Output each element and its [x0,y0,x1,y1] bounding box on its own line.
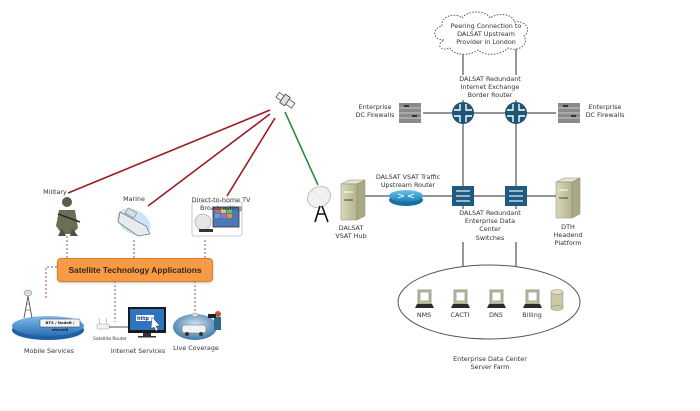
server-billing-icon [523,289,542,308]
peering-cloud [434,11,529,55]
label-firewall-right: Enterprise DC Firewalls [585,103,625,120]
label-internet-services: Internet Services [110,347,166,355]
satellite-icon [275,91,296,109]
http-screen-text: http [137,316,149,322]
label-server-nms: NMS [416,311,432,319]
dth-headend-icon [555,177,581,219]
server-dns-icon [487,289,506,308]
mobile-services-icon [12,289,84,340]
dc-switch-left-icon [452,186,474,206]
border-router-right-icon [505,102,527,124]
link-dth [226,117,276,197]
border-router-left-icon [452,102,474,124]
firewall-right-icon [558,103,580,123]
link-marine [147,113,271,207]
label-satellite-router: Satellite Router [93,337,127,342]
label-dc-switches: DALSAT Redundant Enterprise Data Center … [452,209,528,242]
label-server-farm: Enterprise Data Center Server Farm [453,355,527,372]
label-server-billing: Billing [522,311,542,319]
server-farm-ellipse [397,264,581,340]
server-group [415,289,542,308]
label-firewall-left: Enterprise DC Firewalls [355,103,395,120]
label-military: Military [43,188,67,196]
internet-services-icon: http [96,307,166,338]
server-nms-icon [415,289,434,308]
dc-switch-right-icon [505,186,527,206]
live-coverage-icon [173,311,221,340]
bts-badge: BTS / NodeB / eNodeB [45,320,75,332]
label-server-cacti: CACTI [450,311,470,319]
link-military [67,109,271,194]
billing-database-icon [550,289,564,311]
firewall-left-icon [399,103,421,123]
vsat-hub-icon [340,179,366,221]
vsat-dish-icon [307,186,331,223]
label-server-dns: DNS [489,311,503,319]
dotted-connectors [45,236,206,322]
server-cacti-icon [451,289,470,308]
military-icon [56,197,81,236]
label-upstream-router: DALSAT VSAT Traffic Upstream Router [375,173,441,190]
dth-tv-icon [191,201,243,237]
uplink-lines [67,109,319,207]
marine-icon [117,207,151,237]
label-peering-cloud: Peering Connection to DALSAT Upstream Pr… [450,22,522,47]
satellite-technology-applications-box: Satellite Technology Applications [57,258,213,282]
label-marine: Marine [123,195,145,203]
label-dth-headend: DTH Headend Platform [553,223,583,248]
label-live-coverage: Live Coverage [173,344,219,352]
label-dth: Direct-to-home TV Broadcasting [191,196,251,213]
label-mobile-services: Mobile Services [24,347,74,355]
link-downlink-green [284,111,319,186]
label-border-routers: DALSAT Redundant Internet Exchange Borde… [452,75,528,100]
upstream-router-icon [389,190,423,206]
label-vsat-hub: DALSAT VSAT Hub [335,224,367,241]
